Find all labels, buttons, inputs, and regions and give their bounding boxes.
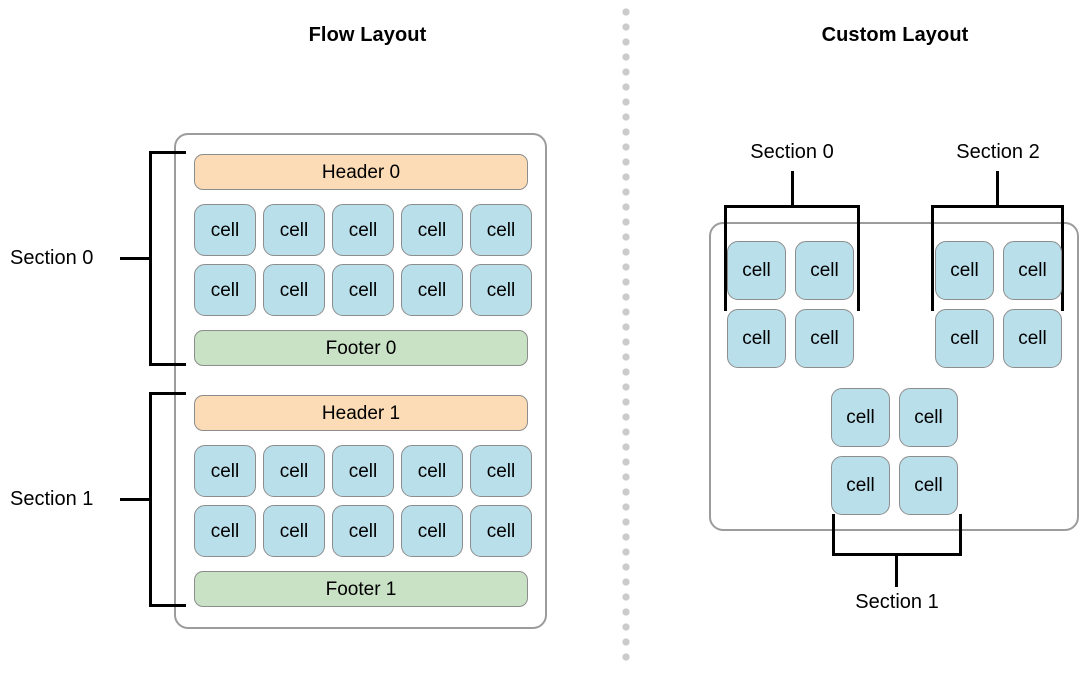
flow-cell: cell — [401, 204, 463, 256]
vertical-dotted-divider — [622, 8, 630, 668]
custom-section-2-leader-line — [996, 171, 999, 206]
flow-section-0-header: Header 0 — [194, 154, 528, 190]
flow-cell: cell — [263, 204, 325, 256]
flow-section-1-bracket-spine — [149, 392, 152, 607]
custom-cell: cell — [831, 456, 890, 515]
flow-cell: cell — [332, 204, 394, 256]
flow-section-0-footer: Footer 0 — [194, 330, 528, 366]
custom-section-1-bracket-right-leg — [959, 514, 962, 556]
flow-cell: cell — [470, 264, 532, 316]
custom-cell: cell — [1003, 309, 1062, 368]
custom-layout-title: Custom Layout — [821, 24, 969, 46]
flow-cell: cell — [194, 204, 256, 256]
flow-section-0-label: Section 0 — [10, 247, 94, 269]
flow-cell: cell — [401, 445, 463, 497]
custom-section-0-label: Section 0 — [750, 141, 834, 163]
flow-section-1-leader-line — [120, 498, 150, 501]
flow-cell: cell — [470, 505, 532, 557]
flow-section-0-bracket-top-arm — [149, 151, 186, 154]
custom-section-0-bracket-crossbar — [724, 205, 860, 208]
flow-cell: cell — [263, 264, 325, 316]
flow-section-1-bracket-bottom-arm — [149, 604, 186, 607]
custom-section-2-bracket-crossbar — [931, 205, 1064, 208]
custom-cell: cell — [831, 388, 890, 447]
flow-cell: cell — [194, 445, 256, 497]
custom-cell: cell — [935, 241, 994, 300]
flow-section-1-header: Header 1 — [194, 395, 528, 431]
custom-section-1-bracket-left-leg — [832, 514, 835, 556]
custom-section-2-bracket-right-leg — [1061, 205, 1064, 311]
flow-cell: cell — [194, 505, 256, 557]
custom-section-1-leader-line — [895, 553, 898, 587]
custom-cell: cell — [899, 456, 958, 515]
custom-cell: cell — [935, 309, 994, 368]
custom-section-0-leader-line — [791, 171, 794, 206]
flow-section-1-label: Section 1 — [10, 488, 94, 510]
custom-section-0-bracket-right-leg — [857, 205, 860, 311]
custom-cell: cell — [727, 241, 786, 300]
flow-cell: cell — [332, 445, 394, 497]
flow-cell: cell — [470, 445, 532, 497]
flow-cell: cell — [401, 264, 463, 316]
flow-cell: cell — [263, 505, 325, 557]
custom-section-0-bracket-left-leg — [724, 205, 727, 311]
flow-section-0-leader-line — [120, 257, 150, 260]
custom-cell: cell — [1003, 241, 1062, 300]
flow-cell: cell — [332, 264, 394, 316]
flow-section-1-footer: Footer 1 — [194, 571, 528, 607]
custom-section-2-label: Section 2 — [956, 141, 1040, 163]
flow-cell: cell — [263, 445, 325, 497]
custom-section-2-bracket-left-leg — [931, 205, 934, 311]
flow-cell: cell — [401, 505, 463, 557]
flow-section-0-bracket-bottom-arm — [149, 363, 186, 366]
custom-cell: cell — [795, 241, 854, 300]
custom-cell: cell — [795, 309, 854, 368]
flow-cell: cell — [470, 204, 532, 256]
custom-section-1-label: Section 1 — [855, 591, 939, 613]
flow-layout-title: Flow Layout — [308, 24, 427, 46]
flow-section-1-bracket-top-arm — [149, 392, 186, 395]
flow-section-0-bracket-spine — [149, 151, 152, 366]
custom-cell: cell — [899, 388, 958, 447]
flow-cell: cell — [194, 264, 256, 316]
flow-cell: cell — [332, 505, 394, 557]
custom-cell: cell — [727, 309, 786, 368]
